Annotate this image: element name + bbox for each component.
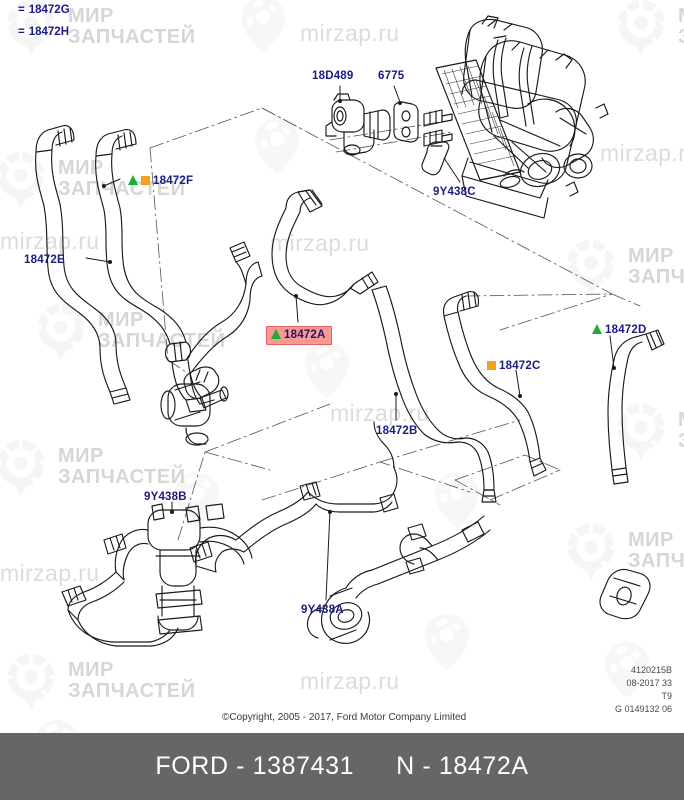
part-label-text: 18472E [24, 254, 65, 266]
mesh-hatching [441, 65, 515, 167]
part-label-18472C: 18472C [487, 360, 540, 372]
hose-9Y438B [61, 503, 253, 647]
legend-row-1: =18472H [16, 26, 69, 38]
copyright-text: ©Copyright, 2005 - 2017, Ford Motor Comp… [222, 712, 467, 723]
leader-dots [102, 99, 616, 514]
hose-18472A [271, 189, 379, 306]
thermostat-housing [160, 366, 229, 446]
part-label-9Y438A: 9Y438A [301, 604, 344, 616]
part-label-text: 18472B [376, 425, 418, 437]
pipe-lower-right [306, 515, 491, 644]
part-label-text: 9Y438A [301, 604, 344, 616]
part-label-text: 18472D [605, 324, 647, 336]
hvac-unit [435, 15, 609, 219]
triangle-marker-icon [128, 175, 138, 185]
bottom-info-bar: FORD - 1387431 N - 18472A [0, 733, 684, 800]
part-label-9Y438C: 9Y438C [433, 186, 476, 198]
meta-line-3: G 0149132 06 [614, 704, 672, 715]
part-label-text: 18472F [153, 175, 194, 187]
part-label-9Y438B: 9Y438B [144, 491, 187, 503]
meta-line-2: T9 [661, 691, 672, 702]
gasket-6775 [393, 101, 419, 143]
hose-18472B [371, 285, 497, 503]
ford-part-number: FORD - 1387431 [155, 752, 355, 780]
part-label-18472A: 18472A [266, 326, 333, 345]
part-label-18472E: 18472E [24, 254, 65, 266]
part-label-18D489: 18D489 [312, 70, 353, 82]
part-label-18472F: 18472F [128, 175, 193, 187]
part-label-6775: 6775 [378, 70, 404, 82]
hose-18472E [35, 125, 131, 405]
hose-18472F [95, 129, 207, 413]
legend-code-0: 18472G [28, 4, 70, 16]
hose-mid-left [185, 241, 263, 405]
valve-18D489 [325, 93, 391, 156]
triangle-marker-icon [592, 324, 602, 334]
part-label-text: 18472C [499, 360, 541, 372]
square-marker-icon [141, 176, 150, 185]
part-label-text: 9Y438B [144, 491, 187, 503]
meta-line-1: 08-2017 33 [626, 678, 672, 689]
legend-equals-1: = [18, 26, 25, 38]
part-label-text: 9Y438C [433, 186, 476, 198]
bracket-9Y438C [421, 141, 450, 176]
leader-lines [85, 85, 615, 601]
part-label-text: 18472A [284, 329, 326, 341]
bracket-lower-right [599, 568, 651, 620]
triangle-marker-icon [271, 329, 281, 339]
connector-studs [423, 109, 453, 147]
part-label-text: 18D489 [312, 70, 354, 82]
construction-lines [149, 107, 641, 541]
square-marker-icon [487, 361, 496, 370]
legend-equals-0: = [18, 4, 25, 16]
n-part-number: N - 18472A [396, 752, 529, 780]
hose-18472D [607, 329, 665, 485]
hose-9Y438A [189, 421, 399, 573]
legend-code-1: 18472H [28, 26, 70, 38]
meta-line-0: 4120215B [630, 665, 672, 675]
part-label-18472B: 18472B [376, 425, 417, 437]
hose-18472C [442, 291, 547, 477]
legend-row-0: =18472G [16, 4, 70, 16]
part-label-text: 6775 [378, 70, 405, 82]
drawing-meta-block: 4120215B 08-2017 33 T9 G 0149132 06 [615, 664, 672, 716]
part-label-18472D: 18472D [592, 324, 646, 336]
